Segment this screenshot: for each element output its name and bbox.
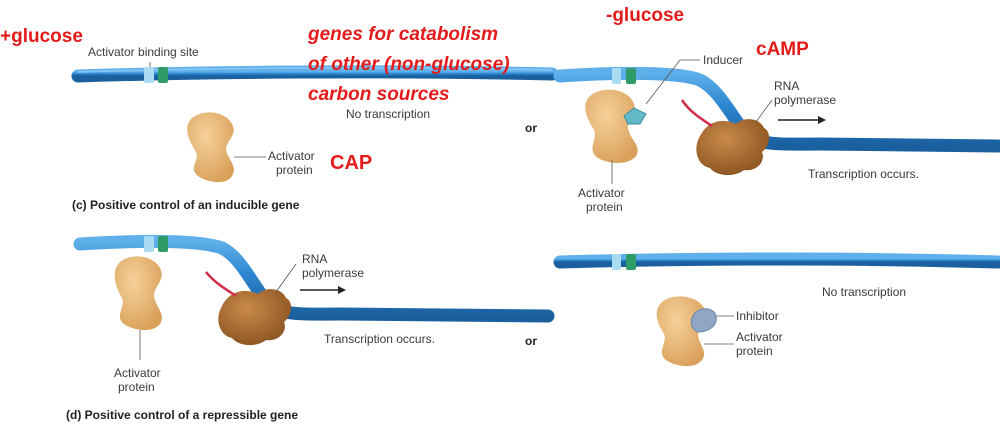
protein-label-d-right: protein bbox=[736, 344, 773, 358]
protein-label-c-left: protein bbox=[276, 163, 313, 177]
activator-protein-d-left bbox=[114, 256, 162, 331]
activator-label-d-right: Activator bbox=[736, 330, 783, 344]
activator-protein-c-left bbox=[187, 112, 234, 183]
dna-strand-d-left bbox=[73, 234, 555, 323]
transcription-occurs-label-c: Transcription occurs. bbox=[808, 167, 919, 181]
activator-label-d-left: Activator bbox=[114, 366, 161, 380]
inducer-label: Inducer bbox=[703, 53, 744, 67]
no-transcription-label-d: No transcription bbox=[822, 285, 907, 299]
minus-glucose-annotation: -glucose bbox=[606, 5, 685, 26]
rna-polymerase-d-left bbox=[218, 289, 292, 346]
rna-label-c-right: RNA bbox=[774, 79, 800, 93]
protein-label-c-right: protein bbox=[586, 200, 623, 214]
rna-label-d-left: RNA bbox=[302, 252, 328, 266]
inducer-shape bbox=[623, 107, 647, 125]
activator-binding-site-label: Activator binding site bbox=[88, 45, 199, 59]
rna-polymerase-c-right bbox=[696, 119, 770, 176]
activator-label-c-left: Activator bbox=[268, 149, 315, 163]
binding-site-green bbox=[158, 67, 168, 83]
activator-protein-c-right bbox=[585, 89, 638, 163]
plus-glucose-annotation: +glucose bbox=[0, 26, 83, 47]
camp-annotation: cAMP bbox=[756, 39, 809, 60]
or-label-c: or bbox=[525, 121, 537, 135]
genes-annotation-line2: of other (non-glucose) bbox=[308, 54, 510, 75]
polymerase-label-d-left: polymerase bbox=[302, 266, 365, 280]
protein-label-d-left: protein bbox=[118, 380, 155, 394]
or-label-d: or bbox=[525, 334, 537, 348]
cap-annotation: CAP bbox=[330, 152, 373, 174]
caption-panel-d: (d) Positive control of a repressible ge… bbox=[66, 408, 299, 422]
inhibitor-shape bbox=[690, 308, 717, 333]
dna-strand-c-right bbox=[553, 66, 1000, 153]
no-transcription-label-c: No transcription bbox=[346, 107, 431, 121]
inhibitor-label: Inhibitor bbox=[736, 309, 779, 323]
transcription-occurs-label-d: Transcription occurs. bbox=[324, 332, 435, 346]
polymerase-label-c-right: polymerase bbox=[774, 93, 837, 107]
genes-annotation-line3: carbon sources bbox=[308, 84, 450, 105]
activator-label-c-right: Activator bbox=[578, 186, 625, 200]
dna-strand-d-right bbox=[553, 252, 1000, 270]
genes-annotation-line1: genes for catabolism bbox=[308, 24, 499, 45]
dna-strand-c-left bbox=[71, 65, 559, 83]
caption-panel-c: (c) Positive control of an inducible gen… bbox=[72, 198, 300, 212]
activator-protein-d-right bbox=[656, 296, 706, 367]
binding-site-light bbox=[144, 67, 154, 83]
